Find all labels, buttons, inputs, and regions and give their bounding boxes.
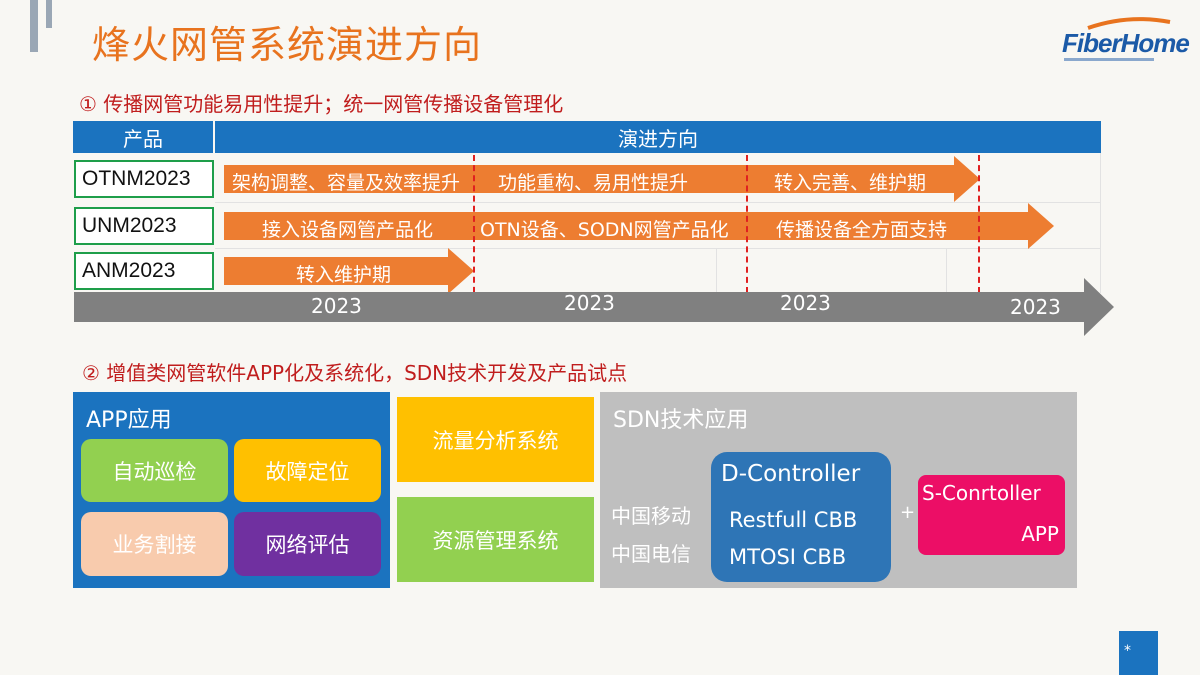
tile-fault-location: 故障定位 <box>234 439 381 502</box>
app-panel-title: APP应用 <box>86 408 172 433</box>
page-marker-text: * <box>1124 643 1131 659</box>
otnm-phase-2: 功能重构、易用性提升 <box>498 172 689 194</box>
phase-divider <box>978 155 980 293</box>
grid-line <box>946 248 947 293</box>
logo-swoosh-icon <box>1087 17 1171 30</box>
phase-divider <box>746 155 748 293</box>
grid-line <box>215 202 1101 203</box>
grid-line <box>215 248 1101 249</box>
product-otnm: OTNM2023 <box>74 160 214 198</box>
unm-phase-2: OTN设备、SODN网管产品化 <box>480 219 729 241</box>
logo-text: FiberHome <box>1062 28 1190 58</box>
tile-network-evaluation: 网络评估 <box>234 512 381 576</box>
resource-management-box: 资源管理系统 <box>397 497 594 582</box>
section-1-heading: ① 传播网管功能易用性提升；统一网管传播设备管理化 <box>79 92 564 116</box>
unm-phase-1: 接入设备网管产品化 <box>262 219 434 241</box>
phase-divider <box>473 155 475 303</box>
logo-underline <box>1064 58 1154 61</box>
unm-phase-3: 传播设备全方面支持 <box>776 219 948 241</box>
decor-bar-left <box>30 0 38 52</box>
s-controller-app: APP <box>1021 522 1059 546</box>
sdn-panel-title: SDN技术应用 <box>613 408 749 433</box>
section-2-heading: ② 增值类网管软件APP化及系统化，SDN技术开发及产品试点 <box>82 361 628 385</box>
tile-auto-inspection: 自动巡检 <box>81 439 228 502</box>
s-controller-box: S-Conrtoller APP <box>918 475 1065 555</box>
traffic-analysis-box: 流量分析系统 <box>397 397 594 482</box>
otnm-phase-1: 架构调整、容量及效率提升 <box>232 172 461 194</box>
operator-china-telecom: 中国电信 <box>611 542 691 566</box>
s-controller-title: S-Conrtoller <box>922 481 1041 505</box>
d-controller-box: D-Controller Restfull CBB MTOSI CBB <box>711 452 891 582</box>
year-label: 2023 <box>564 291 615 315</box>
anm-phase-1: 转入维护期 <box>296 264 392 286</box>
anm-arrow: 转入维护期 <box>224 248 474 294</box>
time-axis-arrow: 2023 2023 2023 2023 <box>74 278 1114 336</box>
otnm-arrow: 架构调整、容量及效率提升 功能重构、易用性提升 转入完善、维护期 <box>224 156 980 202</box>
page-title: 烽火网管系统演进方向 <box>92 23 483 67</box>
unm-arrow: 接入设备网管产品化 OTN设备、SODN网管产品化 传播设备全方面支持 <box>224 203 1054 249</box>
operator-china-mobile: 中国移动 <box>611 504 691 528</box>
otnm-phase-3: 转入完善、维护期 <box>774 172 927 194</box>
year-label: 2023 <box>1010 295 1061 319</box>
page-number-marker: * <box>1119 631 1158 675</box>
plus-sign: + <box>900 502 916 523</box>
decor-bar-right <box>46 0 52 28</box>
timeline-header-evolution: 演进方向 <box>215 121 1101 153</box>
product-unm: UNM2023 <box>74 207 214 245</box>
year-label: 2023 <box>780 291 831 315</box>
tile-service-cutover: 业务割接 <box>81 512 228 576</box>
grid-line <box>716 248 717 293</box>
product-anm: ANM2023 <box>74 252 214 290</box>
grid-line <box>1100 153 1101 293</box>
year-label: 2023 <box>311 294 362 318</box>
timeline-header-product: 产品 <box>73 121 213 153</box>
mtosi-cbb: MTOSI CBB <box>729 545 847 569</box>
fiberhome-logo: FiberHome <box>1058 14 1190 64</box>
d-controller-title: D-Controller <box>721 461 861 487</box>
restfull-cbb: Restfull CBB <box>729 508 858 532</box>
